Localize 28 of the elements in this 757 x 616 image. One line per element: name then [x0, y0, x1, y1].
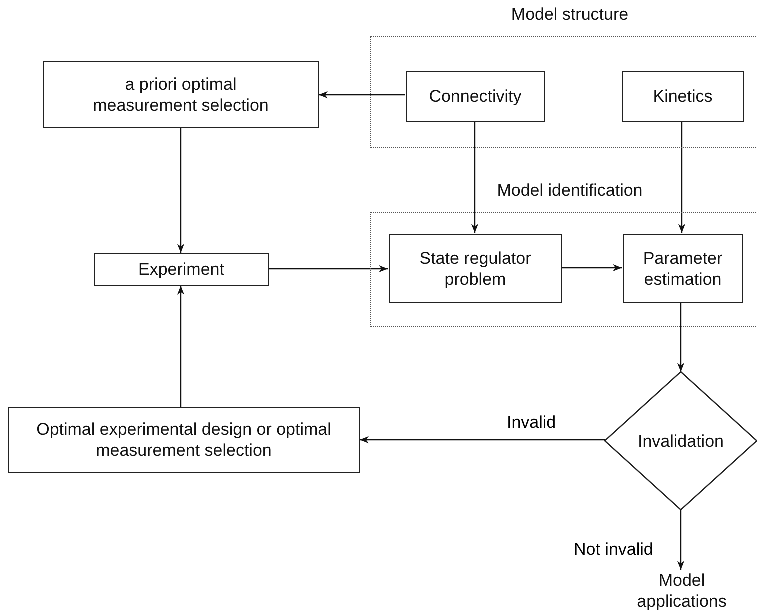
node-text: Kinetics — [653, 86, 713, 107]
arrow — [269, 265, 388, 273]
process-box — [43, 61, 319, 128]
node-text: Parameter estimation — [642, 248, 724, 290]
process-box — [94, 253, 269, 286]
arrow — [177, 128, 185, 253]
process-box — [406, 71, 545, 122]
arrow — [471, 121, 479, 233]
process-box — [389, 234, 562, 303]
arrow — [360, 436, 605, 444]
node-text: Experiment — [138, 259, 224, 280]
arrow — [561, 264, 622, 272]
group-heading: Model structure — [510, 4, 630, 25]
group-heading: Model identification — [496, 180, 644, 201]
end-label: Model applications — [636, 570, 728, 612]
arrow — [678, 121, 686, 233]
arrow — [177, 286, 185, 407]
process-box — [8, 407, 360, 473]
arrow — [677, 510, 685, 570]
node-text: a priori optimal measurement selection — [92, 74, 270, 116]
process-box — [623, 234, 743, 303]
arrow — [319, 91, 405, 99]
node-text: Invalidation — [638, 430, 724, 452]
arrow — [677, 302, 685, 372]
node-text: State regulator problem — [418, 248, 532, 290]
node-text: Connectivity — [429, 86, 522, 107]
process-box — [622, 71, 744, 122]
node-text: Optimal experimental design or optimal measurement selection — [36, 419, 332, 461]
